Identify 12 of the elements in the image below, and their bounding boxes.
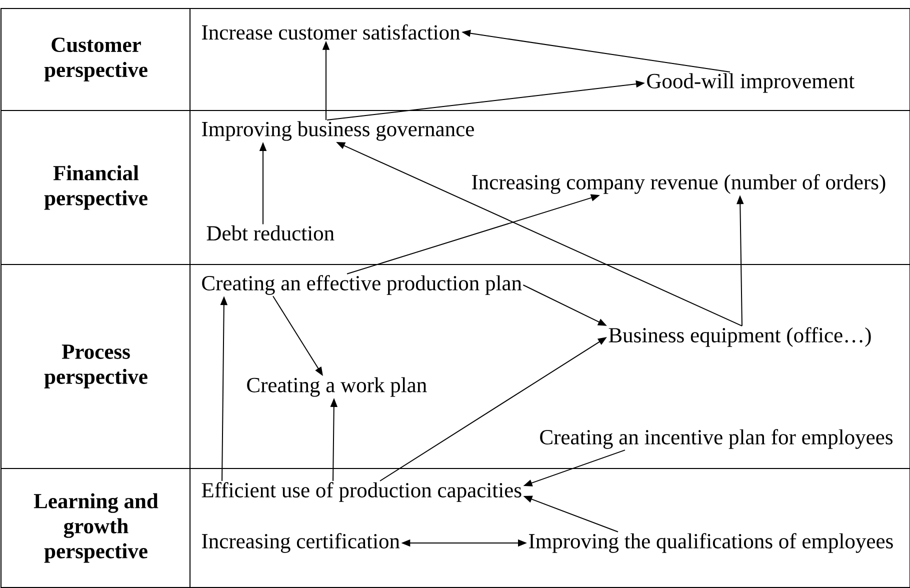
text-label: Increase customer satisfaction <box>202 24 460 40</box>
text-label: Creating an effective production plan <box>202 275 522 295</box>
text-label: Increasing company revenue (number of orders) <box>472 174 886 194</box>
text-label: Creating a work plan <box>247 377 427 397</box>
text-label: Business equipment (office…) <box>608 327 871 347</box>
text-label: Debt reduction <box>206 225 334 241</box>
text-label: Creating an incentive plan for employees <box>540 429 892 449</box>
text-label: Improving business governance <box>202 121 474 141</box>
text-label: Increasing certification <box>202 533 400 553</box>
text-label: Improving the qualifications of employees <box>529 533 893 553</box>
text-label: Efficient use of production capacities <box>202 482 522 502</box>
text-label: Good-will improvement <box>647 73 854 93</box>
